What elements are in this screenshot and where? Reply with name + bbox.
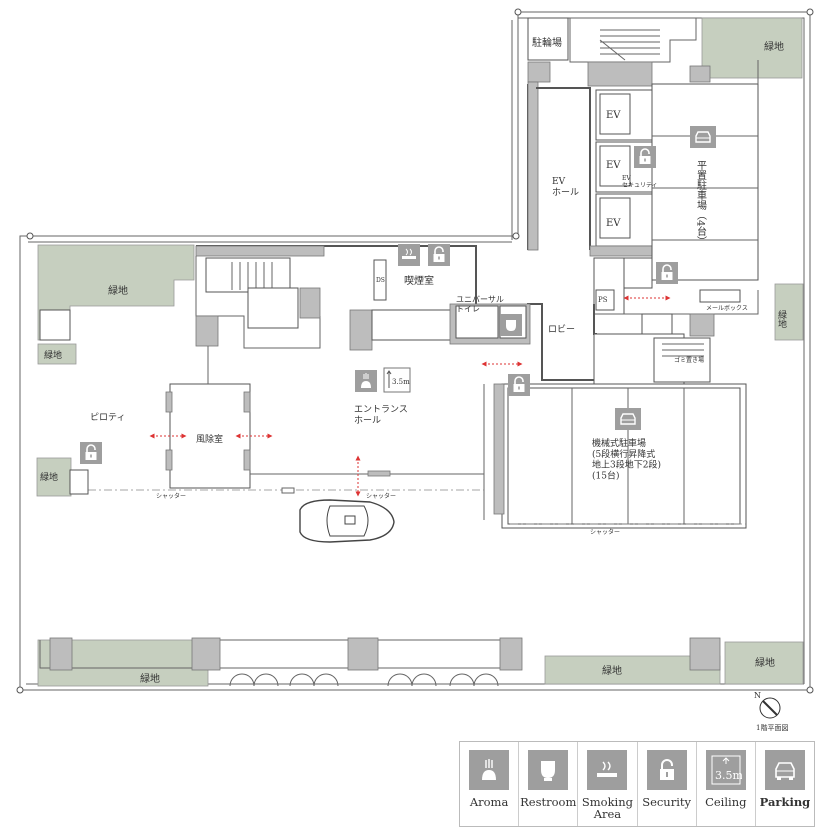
security-icon (655, 261, 679, 285)
security-icon (646, 750, 687, 790)
security-icon (79, 441, 103, 465)
windbreak-label: 風除室 (196, 433, 223, 445)
legend-security: Security (638, 742, 697, 826)
security-icon (507, 373, 531, 397)
green-label: 緑地 (764, 40, 784, 53)
ceiling-icon: 3.5m (705, 750, 746, 790)
green-label: 緑地 (40, 471, 58, 483)
green-top-right (701, 17, 803, 79)
shutter-label: シャッター (366, 492, 396, 500)
legend-restroom: Restroom (519, 742, 579, 826)
parking-icon (764, 750, 805, 790)
legend-label: Security (642, 795, 692, 809)
ds-label: DS (376, 277, 385, 284)
mech-parking-label: 機械式駐車場(5段横行昇降式地上3段地下2段)(15台) (592, 437, 661, 481)
restroom-icon (528, 750, 569, 790)
bicycle-parking-label: 駐輪場 (532, 36, 562, 49)
ceiling-height-text: 3.5m (392, 378, 410, 386)
car-illustration (299, 499, 395, 543)
green-label: 緑地 (44, 349, 62, 361)
green-label: 緑地 (755, 656, 775, 669)
restroom-icon (500, 314, 522, 336)
ceiling-value: 3.5m (715, 769, 742, 782)
green-label: 緑地 (776, 309, 787, 328)
lobby-label: ロビー (548, 324, 575, 335)
green-label: 緑地 (140, 672, 160, 685)
smoking-icon (398, 244, 420, 266)
ev-label: EV (606, 110, 621, 121)
legend: Aroma Restroom Smoking Area Security 3.5… (459, 741, 815, 827)
ps-label: PS (598, 296, 608, 304)
green-label: 緑地 (602, 664, 622, 677)
aroma-icon (355, 370, 377, 392)
parking-icon (614, 407, 642, 431)
entrance-hall-label: エントランスホール (354, 404, 408, 426)
svg-text:N: N (754, 691, 761, 700)
mailbox-label: メールボックス (706, 304, 748, 312)
legend-smoking: Smoking Area (578, 742, 638, 826)
ev-label: EV (606, 160, 621, 171)
floor-caption: 1階平面図 (756, 723, 788, 732)
security-icon (633, 145, 657, 169)
universal-toilet-label: ユニバーサルトイレ (456, 295, 504, 314)
security-icon (427, 243, 451, 267)
smoking-room-label: 喫煙室 (404, 274, 434, 287)
legend-ceiling: 3.5m Ceiling (697, 742, 756, 826)
piloti-label: ピロティ (90, 412, 125, 423)
ceiling-icon: 3.5m (383, 367, 411, 393)
garbage-label: ゴミ置き場 (674, 356, 704, 364)
legend-label: Aroma (469, 795, 509, 809)
legend-aroma: Aroma (460, 742, 520, 826)
green-label: 緑地 (108, 284, 128, 297)
shutter-label: シャッター (156, 492, 186, 500)
aroma-icon (469, 750, 510, 790)
legend-label: Ceiling (705, 795, 747, 809)
shutter-label: シャッター (590, 528, 620, 536)
flat-parking-label: 平置駐車場（4台） (695, 160, 707, 246)
legend-label: Restroom (520, 795, 577, 809)
legend-label: Parking (759, 795, 811, 809)
smoking-icon (587, 750, 628, 790)
ev-label: EV (606, 218, 621, 229)
legend-parking: Parking (756, 742, 814, 826)
parking-icon (689, 125, 717, 149)
compass-icon: N (754, 691, 781, 719)
legend-label: Smoking Area (581, 795, 633, 821)
